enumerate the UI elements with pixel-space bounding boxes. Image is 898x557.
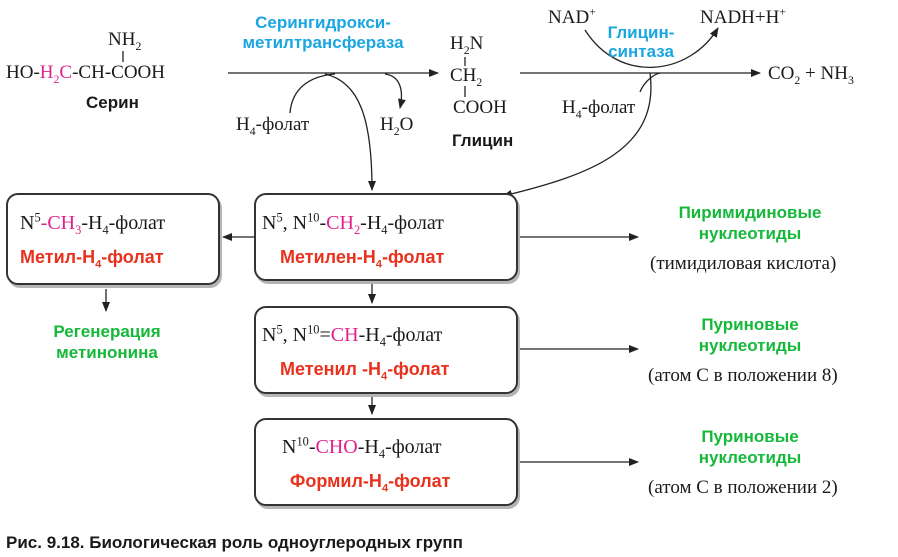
enzyme-glycine-synthase: Глицин- синтаза: [607, 23, 675, 61]
purine-note-2: (атом C в положении 2): [648, 477, 838, 498]
water-output: H2O: [380, 114, 414, 138]
figure-caption: Рис. 9.18. Биологическая роль одноуглеро…: [6, 533, 463, 552]
glycine-h2n: H2N: [450, 33, 484, 57]
enzyme-serine-hydroxymethyltransferase: Серингидрокси- метилтрансфераза: [242, 13, 404, 52]
nad-plus: NAD+: [548, 5, 596, 28]
arrow-water-out: [384, 73, 406, 109]
glycine-cooh: COOH: [453, 97, 507, 118]
serine-formula: HO-H2C-CH-COOH: [6, 62, 165, 86]
serine-name: Серин: [86, 93, 139, 112]
purine-nucleotides-label-1: Пуриновые нуклеотиды: [698, 315, 802, 355]
glycine-name: Глицин: [452, 131, 514, 150]
formyl-name: Формил-H4-фолат: [290, 471, 451, 495]
arrow-h4folate-in: [289, 73, 336, 114]
methylene-name: Метилен-H4-фолат: [280, 247, 445, 271]
serine-nh2: NH2: [108, 29, 142, 53]
methenyl-h4folate-box: [254, 306, 518, 394]
methyl-h4folate-box: [6, 193, 220, 285]
purine-note-1: (атом C в положении 8): [648, 365, 838, 386]
nadh-plus: NADH+H+: [700, 5, 786, 28]
arrow-glycine-synthase-to-methylene: [502, 72, 652, 198]
arrow-nad-to-nadh: [584, 27, 719, 68]
pyrimidine-note: (тимидиловая кислота): [650, 253, 837, 274]
arrow-to-methylene: [324, 73, 376, 191]
methyl-formula: N5-CH3-H4-фолат: [20, 210, 166, 237]
h4folate-input: H4-фолат: [236, 114, 310, 138]
glycine-ch2: CH2: [450, 65, 483, 89]
methylene-h4folate-box: [254, 193, 518, 281]
pyrimidine-nucleotides-label: Пиримидиновые нуклеотиды: [678, 203, 822, 243]
purine-nucleotides-label-2: Пуриновые нуклеотиды: [698, 427, 802, 467]
h4folate-glycine-synthase: H4-фолат: [562, 97, 636, 121]
methenyl-formula: N5, N10=CH-H4-фолат: [262, 322, 443, 349]
formyl-formula: N10-CHO-H4-фолат: [282, 434, 442, 461]
methyl-name: Метил-H4-фолат: [20, 247, 164, 271]
co2-nh3-products: CO2 + NH3: [768, 63, 854, 87]
formyl-h4folate-box: [254, 418, 518, 506]
arrow-h4folate-glycine-synthase: [639, 72, 661, 93]
methylene-formula: N5, N10-CH2-H4-фолат: [262, 210, 444, 237]
methenyl-name: Метенил -H4-фолат: [280, 359, 450, 383]
methionine-regeneration: Регенерация метинонина: [53, 322, 161, 362]
